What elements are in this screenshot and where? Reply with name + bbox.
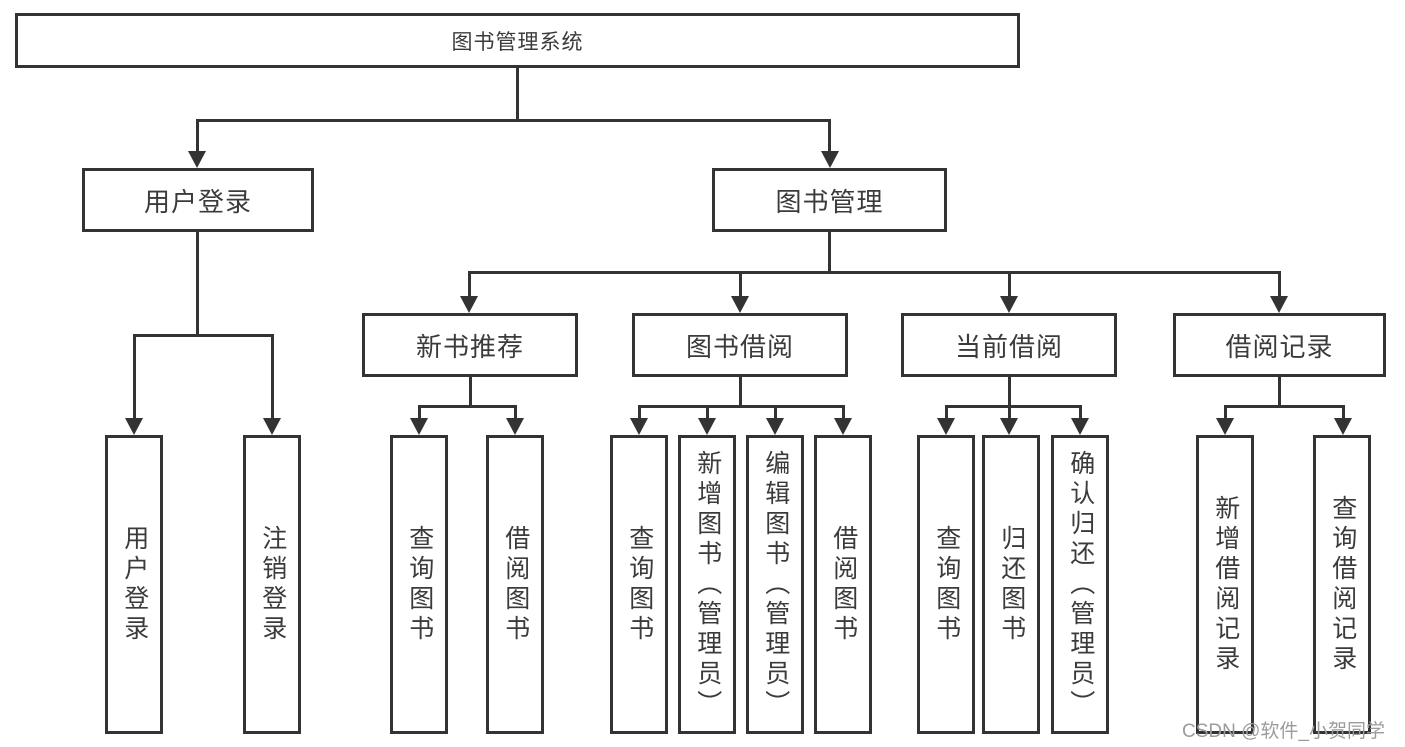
connector-line — [1342, 405, 1345, 420]
connector-line — [828, 119, 831, 154]
connector-line — [196, 119, 199, 154]
arrow-down-icon — [410, 418, 428, 435]
connector-line — [706, 405, 709, 420]
leaf-user-login: 用户登录 — [105, 435, 163, 734]
node-current-borrowing-label: 当前借阅 — [954, 331, 1063, 362]
leaf-return-books-label: 归还图书 — [997, 524, 1026, 645]
node-root-label: 图书管理系统 — [451, 30, 584, 54]
connector-line — [638, 405, 641, 420]
arrow-down-icon — [630, 418, 648, 435]
leaf-add-books-admin-label: 新增图书（管理员） — [693, 449, 722, 720]
node-root: 图书管理系统 — [15, 13, 1020, 68]
connector-line — [468, 271, 471, 298]
leaf-user-login-label: 用户登录 — [120, 524, 149, 645]
leaf-confirm-return-admin-label: 确认归还（管理员） — [1066, 449, 1095, 720]
leaf-query-books-2-label: 查询图书 — [625, 524, 654, 645]
arrow-down-icon — [460, 296, 478, 313]
arrow-down-icon — [263, 418, 281, 435]
node-borrowing-records: 借阅记录 — [1173, 313, 1386, 377]
node-book-borrowing: 图书借阅 — [632, 313, 848, 377]
arrow-down-icon — [821, 151, 839, 168]
arrow-down-icon — [698, 418, 716, 435]
node-new-book-recommend-label: 新书推荐 — [415, 331, 524, 362]
leaf-add-borrow-record: 新增借阅记录 — [1196, 435, 1254, 734]
arrow-down-icon — [1270, 296, 1288, 313]
connector-line — [945, 405, 948, 420]
node-book-management: 图书管理 — [712, 168, 947, 232]
leaf-add-books-admin: 新增图书（管理员） — [678, 435, 736, 734]
arrow-down-icon — [125, 418, 143, 435]
connector-line — [1224, 405, 1227, 420]
leaf-query-books-2: 查询图书 — [610, 435, 668, 734]
connector-line — [1008, 377, 1011, 408]
leaf-edit-books-admin-label: 编辑图书（管理员） — [761, 449, 790, 720]
arrow-down-icon — [1216, 418, 1234, 435]
connector-line — [1278, 377, 1281, 408]
leaf-borrow-books-2-label: 借阅图书 — [829, 524, 858, 645]
connector-line — [196, 232, 199, 336]
connector-line — [774, 405, 777, 420]
arrow-down-icon — [937, 418, 955, 435]
connector-line — [469, 377, 472, 408]
leaf-borrow-books-1: 借阅图书 — [486, 435, 544, 734]
leaf-logout-label: 注销登录 — [258, 524, 287, 645]
arrow-down-icon — [834, 418, 852, 435]
arrow-down-icon — [1000, 418, 1018, 435]
connector-line — [1008, 271, 1011, 298]
connector-line — [739, 271, 742, 298]
connector-line — [1079, 405, 1082, 420]
node-book-borrowing-label: 图书借阅 — [685, 331, 794, 362]
leaf-confirm-return-admin: 确认归还（管理员） — [1051, 435, 1109, 734]
connector-line — [468, 271, 1281, 274]
connector-line — [828, 232, 831, 273]
connector-line — [1224, 405, 1345, 408]
node-user-login-label: 用户登录 — [143, 186, 252, 217]
arrow-down-icon — [1000, 296, 1018, 313]
leaf-borrow-books-1-label: 借阅图书 — [501, 524, 530, 645]
connector-line — [133, 334, 136, 420]
node-borrowing-records-label: 借阅记录 — [1225, 331, 1334, 362]
connector-line — [514, 405, 517, 420]
connector-line — [133, 334, 274, 337]
leaf-query-books-3: 查询图书 — [917, 435, 975, 734]
node-book-management-label: 图书管理 — [775, 186, 884, 217]
node-new-book-recommend: 新书推荐 — [362, 313, 578, 377]
leaf-query-books-1: 查询图书 — [390, 435, 448, 734]
connector-line — [418, 405, 421, 420]
arrow-down-icon — [1334, 418, 1352, 435]
connector-line — [638, 405, 845, 408]
node-user-login: 用户登录 — [82, 168, 314, 232]
arrow-down-icon — [506, 418, 524, 435]
connector-line — [516, 68, 519, 121]
arrow-down-icon — [731, 296, 749, 313]
arrow-down-icon — [766, 418, 784, 435]
leaf-add-borrow-record-label: 新增借阅记录 — [1211, 494, 1240, 675]
leaf-return-books: 归还图书 — [982, 435, 1040, 734]
watermark-text: CSDN @软件_小贺同学 — [1182, 721, 1385, 742]
leaf-logout: 注销登录 — [243, 435, 301, 734]
leaf-query-books-3-label: 查询图书 — [932, 524, 961, 645]
node-current-borrowing: 当前借阅 — [901, 313, 1117, 377]
leaf-query-borrow-record-label: 查询借阅记录 — [1328, 494, 1357, 675]
leaf-query-books-1-label: 查询图书 — [405, 524, 434, 645]
connector-line — [1008, 405, 1011, 420]
leaf-query-borrow-record: 查询借阅记录 — [1313, 435, 1371, 734]
arrow-down-icon — [1071, 418, 1089, 435]
leaf-borrow-books-2: 借阅图书 — [814, 435, 872, 734]
arrow-down-icon — [188, 151, 206, 168]
connector-line — [739, 377, 742, 408]
connector-line — [842, 405, 845, 420]
connector-line — [418, 405, 516, 408]
connector-line — [945, 405, 1082, 408]
connector-line — [1278, 271, 1281, 298]
connector-line — [271, 334, 274, 420]
connector-line — [196, 119, 831, 122]
leaf-edit-books-admin: 编辑图书（管理员） — [746, 435, 804, 734]
